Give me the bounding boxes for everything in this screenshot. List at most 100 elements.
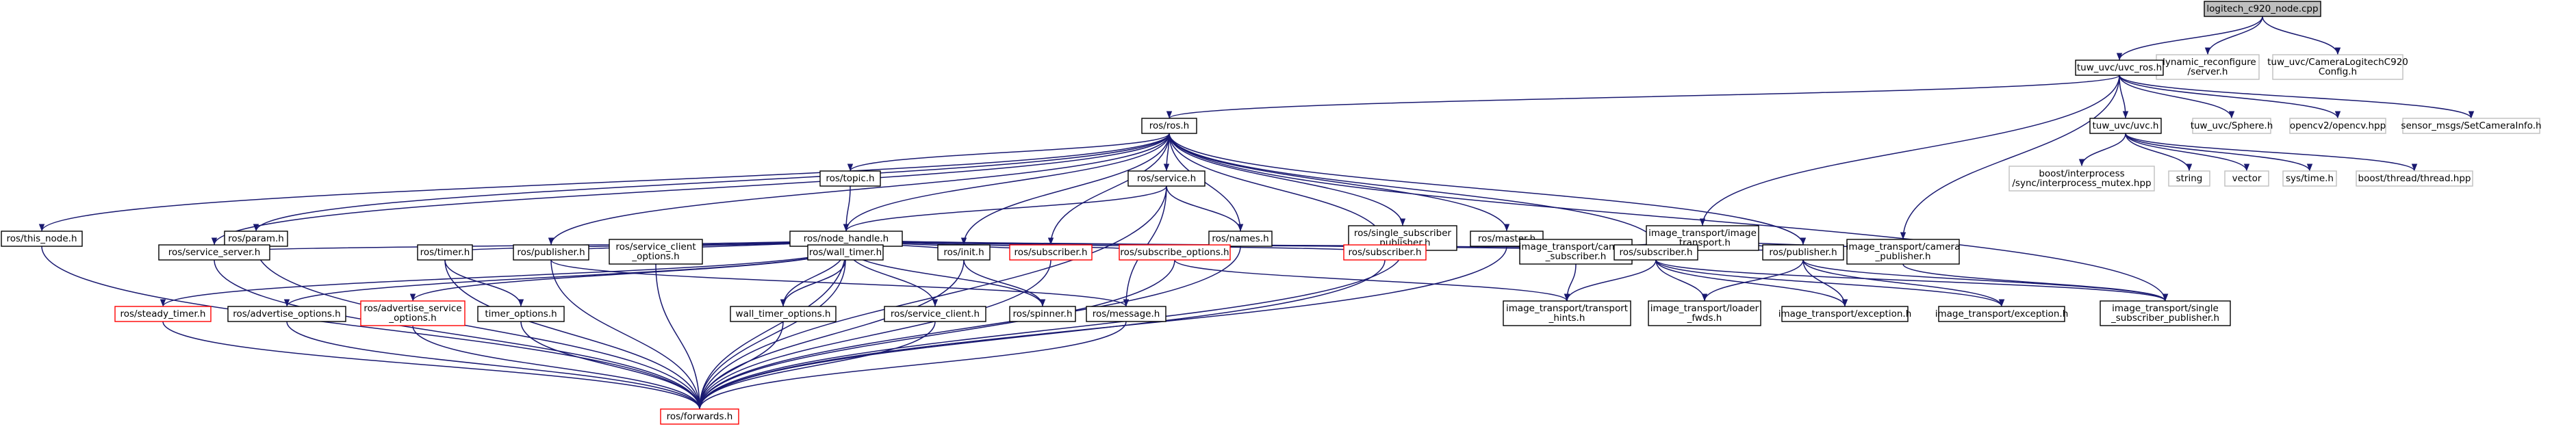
node-label: ros/service_client [615,241,696,252]
node-label: ros/subscribe_options.h [1120,247,1229,258]
node-label: image_transport/transport [1506,303,1628,314]
node-label: image_transport/image [1648,228,1757,239]
node-servserver[interactable]: ros/service_server.h [158,244,270,261]
node-label: ros/message.h [1093,309,1160,319]
node-itloader[interactable]: image_transport/loader_fwds.h [1648,300,1761,326]
node-label: ros/param.h [228,233,284,244]
node-label: ros/node_handle.h [804,233,889,244]
node-label: _subscriber.h [1545,251,1607,262]
node-label: _fwds.h [1687,313,1722,324]
node-message[interactable]: ros/message.h [1086,306,1166,322]
node-label: boost/thread/thread.hpp [2358,173,2471,184]
edge-rosh-to-itsinglesub [1169,133,2169,302]
node-setcam[interactable]: sensor_msgs/SetCameraInfo.h [2401,118,2542,134]
node-uvch[interactable]: tuw_uvc/uvc.h [2089,118,2162,134]
node-label: ros/publisher.h [1769,247,1837,258]
node-box [2204,1,2321,17]
edge-walltimer-to-walltimeropt [780,259,846,307]
edge-thisnode-to-forwards [41,246,703,410]
node-ipc[interactable]: boost/interprocess/sync/interprocess_mut… [2008,166,2155,192]
edge-itsub-to-itsinglesub [1655,259,2168,302]
node-servclient[interactable]: ros/service_client.h [884,306,986,322]
edge-servclientopt-to-forwards [655,263,703,410]
node-opencv[interactable]: opencv2/opencv.hpp [2289,118,2386,134]
node-service[interactable]: ros/service.h [1127,170,1206,187]
edge-itsub-to-itloader [1655,259,1708,302]
node-timer[interactable]: ros/timer.h [417,244,473,261]
node-uvcros[interactable]: tuw_uvc/uvc_ros.h [2075,60,2164,76]
edge-subred2-to-forwards [696,259,1386,410]
edge-singlesub-to-forwards [696,250,1403,410]
node-itexc1[interactable]: image_transport/exception.h [1778,306,1912,322]
node-itpub[interactable]: ros/publisher.h [1762,244,1844,261]
node-box [2100,300,2231,326]
edge-itsub-to-itexc2 [1655,259,2005,307]
node-forwards[interactable]: ros/forwards.h [660,408,739,425]
edge-rosh-to-nodehandle [843,133,1170,232]
node-box [1208,231,1273,247]
node-itsub[interactable]: ros/subscriber.h [1614,244,1698,261]
node-box [1938,306,2065,322]
node-box [417,244,473,261]
node-box [1781,306,1909,322]
node-steady[interactable]: ros/steady_timer.h [114,306,212,322]
node-timeropt[interactable]: timer_options.h [477,306,565,322]
node-ithints[interactable]: image_transport/transport_hints.h [1503,300,1631,326]
node-systime[interactable]: sys/time.h [2282,170,2337,187]
node-rosh[interactable]: ros/ros.h [1141,118,1197,134]
node-init[interactable]: ros/init.h [937,244,991,261]
node-label: _publisher.h [1875,251,1931,262]
node-walltimeropt[interactable]: wall_timer_options.h [730,306,837,322]
node-label: ros/advertise_options.h [233,309,341,319]
node-names[interactable]: ros/names.h [1208,231,1273,247]
node-ittransport[interactable]: image_transport/image_transport.h [1646,225,1759,251]
node-label: _options.h [388,313,436,324]
edge-rosh-to-publisher [548,133,1170,246]
node-box [819,170,881,187]
node-spinner[interactable]: ros/spinner.h [1009,306,1076,322]
node-topic[interactable]: ros/topic.h [819,170,881,187]
node-label: tuw_uvc/Sphere.h [2191,120,2273,131]
node-root[interactable]: logitech_c920_node.cpp [2204,1,2321,17]
edge-root-to-camcfg [2262,16,2341,55]
node-box [807,244,884,261]
node-string[interactable]: string [2168,170,2210,187]
node-sphere[interactable]: tuw_uvc/Sphere.h [2191,118,2273,134]
node-advopt[interactable]: ros/advertise_options.h [227,306,346,322]
node-box [1846,239,1960,265]
node-subopt[interactable]: ros/subscribe_options.h [1119,244,1231,261]
node-advservopt[interactable]: ros/advertise_service_options.h [360,300,466,326]
node-label: wall_timer_options.h [736,309,831,319]
node-bthread[interactable]: boost/thread/thread.hpp [2356,170,2473,187]
node-subred2[interactable]: ros/subscriber.h [1343,244,1427,261]
node-param[interactable]: ros/param.h [224,231,288,247]
node-label: _subscriber_publisher.h [2110,313,2219,324]
edge-uvcros-to-sphere [2119,75,2235,119]
node-nodehandle[interactable]: ros/node_handle.h [789,231,903,247]
edge-nodehandle-to-forwards [696,246,847,410]
node-itcampub[interactable]: image_transport/camera_publisher.h [1846,239,1961,265]
node-itcamsub[interactable]: image_transport/camera_subscriber.h [1519,239,1633,265]
node-servclientopt[interactable]: ros/service_client_options.h [609,239,703,265]
node-box [2289,118,2386,134]
node-layer: logitech_c920_node.cpp dynamic_reconfigur… [1,1,2542,425]
node-label: vector [2232,173,2262,184]
node-vector[interactable]: vector [2224,170,2269,187]
node-box [1519,239,1633,265]
node-publisher[interactable]: ros/publisher.h [513,244,589,261]
node-label: ros/this_node.h [6,233,77,244]
edge-walltimer-to-forwards [696,259,846,410]
node-thisnode[interactable]: ros/this_node.h [1,231,83,247]
node-itsinglesub[interactable]: image_transport/single_subscriber_publis… [2100,300,2231,326]
node-dyn[interactable]: dynamic_reconfigure/server.h [2156,54,2260,80]
node-label: _hints.h [1548,313,1585,324]
edge-rosh-to-subred2 [1169,133,1388,246]
node-walltimer[interactable]: ros/wall_timer.h [807,244,884,261]
node-itexc2[interactable]: image_transport/exception.h [1935,306,2069,322]
node-label: ros/forwards.h [667,411,733,422]
node-subred1[interactable]: ros/subscriber.h [1009,244,1093,261]
node-label: ros/names.h [1212,233,1268,244]
node-box [1343,244,1427,261]
node-label: ros/advertise_service [364,303,461,314]
